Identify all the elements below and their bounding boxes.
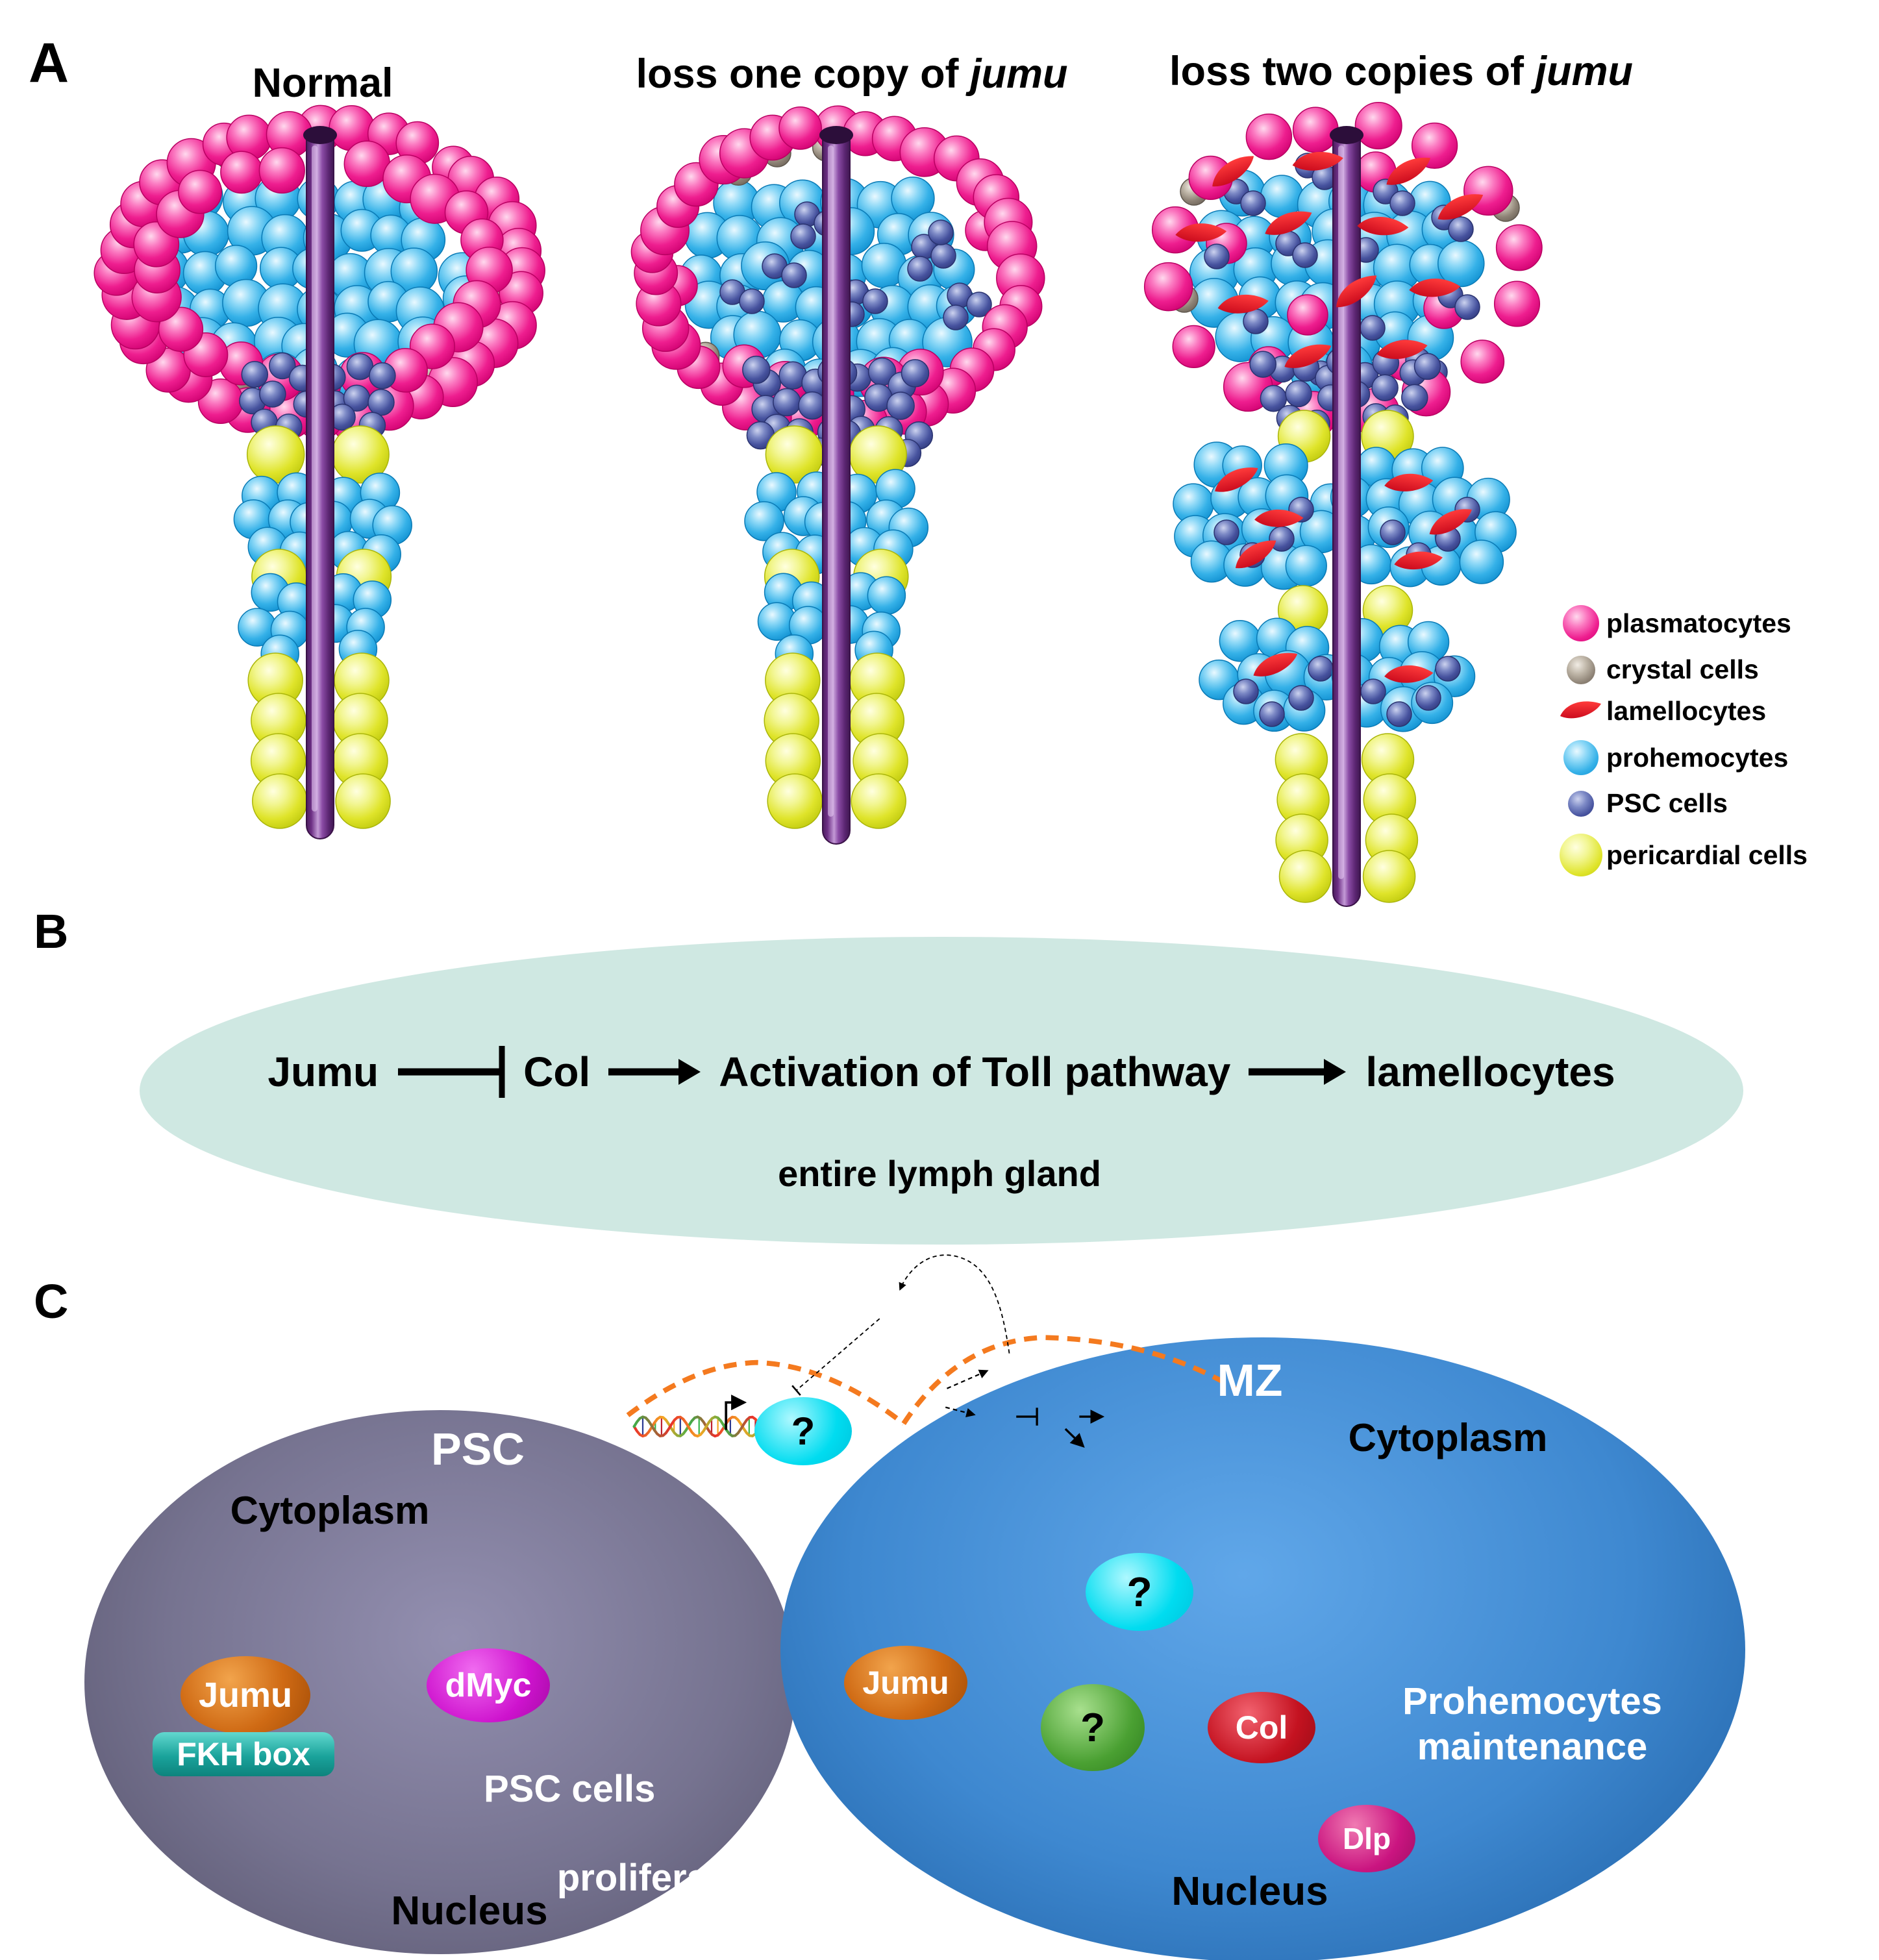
gland-normal	[93, 105, 545, 839]
jumu-node-psc: Jumu	[180, 1656, 310, 1734]
inhibition-arrow-icon	[398, 1046, 505, 1098]
question-node-mz: ?	[1086, 1553, 1193, 1631]
legend-row: prohemocytes	[1556, 740, 1788, 775]
lamellocyte-cell-icon	[1556, 698, 1606, 725]
gland-title-loss-one-text: loss one copy of	[636, 51, 971, 97]
col-to-dlp-arrow	[1064, 1428, 1085, 1448]
mz-title: MZ	[1217, 1355, 1283, 1406]
psc-outcome-line2: proliferation	[556, 1856, 777, 1899]
panel-c-connections	[626, 1254, 1240, 1448]
gland-title-loss-two-text: loss two copies of	[1169, 49, 1536, 94]
mz-cytoplasm-label: Cytoplasm	[1348, 1416, 1548, 1459]
lymph-gland-artwork	[93, 102, 1543, 907]
feedback-dashed-arrow	[899, 1254, 1010, 1354]
psc-outcome-label: PSC cells proliferation	[484, 1767, 777, 1900]
gland-title-loss-one: loss one copy of jumu	[636, 51, 1067, 97]
legend-row: pericardial cells	[1556, 834, 1808, 876]
legend-label: plasmatocytes	[1606, 608, 1791, 638]
right-arrow-icon	[1249, 1059, 1347, 1085]
gland-title-loss-one-italic: jumu	[970, 51, 1068, 97]
question-to-dmyc-dashed-line	[795, 1318, 880, 1391]
legend-label: lamellocytes	[1606, 696, 1767, 726]
panel-b-label: B	[34, 904, 69, 958]
panel-b-caption: entire lymph gland	[778, 1153, 1101, 1194]
panel-b-ellipse	[140, 937, 1743, 1245]
psc-outcome-line1: PSC cells	[484, 1768, 656, 1810]
crystal-cell-icon	[1556, 655, 1606, 684]
pathway-jumu: Jumu	[268, 1048, 379, 1095]
psc-nuclear-membrane	[626, 1359, 906, 1426]
legend-row: crystal cells	[1556, 654, 1759, 685]
gland-title-loss-two: loss two copies of jumu	[1169, 48, 1633, 95]
col-node: Col	[1208, 1692, 1315, 1763]
mz-outcome-line2: maintenance	[1417, 1725, 1648, 1768]
psc-cytoplasm-label: Cytoplasm	[230, 1489, 430, 1532]
inhibition-tbar	[791, 1385, 801, 1396]
mz-nuclear-membrane	[901, 1335, 1240, 1425]
prohemocyte-cell-icon	[1556, 740, 1606, 775]
mz-nucleus-label: Nucleus	[1171, 1869, 1328, 1914]
gland-title-loss-two-italic: jumu	[1535, 49, 1634, 94]
pathway-col: Col	[523, 1048, 591, 1095]
jumu-to-green-question-dashed-arrow	[945, 1406, 976, 1418]
legend-label: crystal cells	[1606, 654, 1759, 684]
psc-title: PSC	[431, 1424, 525, 1474]
jumu-to-question-dashed-arrow	[947, 1369, 989, 1389]
panel-c-label: C	[34, 1274, 69, 1328]
jumu-node-mz: Jumu	[844, 1646, 967, 1720]
mz-outcome-line1: Prohemocytes	[1402, 1680, 1662, 1722]
gland-title-normal: Normal	[252, 60, 393, 106]
pathway-lamellocytes: lamellocytes	[1365, 1048, 1615, 1095]
legend-label: PSC cells	[1606, 788, 1728, 818]
pericardial-cell-icon	[1556, 834, 1606, 876]
psc-cell-icon	[1556, 790, 1606, 817]
panel-b-pathway: Jumu Col Activation of Toll pathway lame…	[140, 1036, 1743, 1108]
legend-row: plasmatocytes	[1556, 605, 1791, 641]
legend-row: lamellocytes	[1556, 696, 1766, 726]
transcription-arrow	[725, 1395, 747, 1430]
question-node-outer: ?	[754, 1397, 852, 1465]
legend-label: prohemocytes	[1606, 742, 1789, 773]
gland-loss-one-copy	[630, 105, 1045, 845]
gland-title-normal-text: Normal	[252, 60, 393, 106]
plasmatocyte-cell-icon	[1556, 605, 1606, 641]
panel-a-label: A	[29, 32, 69, 94]
right-arrow-icon	[608, 1059, 701, 1085]
dlp-node: Dlp	[1318, 1805, 1415, 1872]
legend-row: PSC cells	[1556, 788, 1728, 819]
legend-label: pericardial cells	[1606, 839, 1808, 870]
fkh-box-node: FKH box	[153, 1732, 334, 1776]
mz-outcome-label: Prohemocytes maintenance	[1402, 1679, 1662, 1769]
dmyc-node: dMyc	[427, 1648, 550, 1722]
mz-cell-compartment	[780, 1337, 1745, 1960]
pathway-toll: Activation of Toll pathway	[719, 1048, 1231, 1095]
psc-nucleus-label: Nucleus	[391, 1889, 548, 1933]
question-node-green: ?	[1041, 1684, 1145, 1771]
gland-loss-two-copies	[1143, 102, 1543, 907]
